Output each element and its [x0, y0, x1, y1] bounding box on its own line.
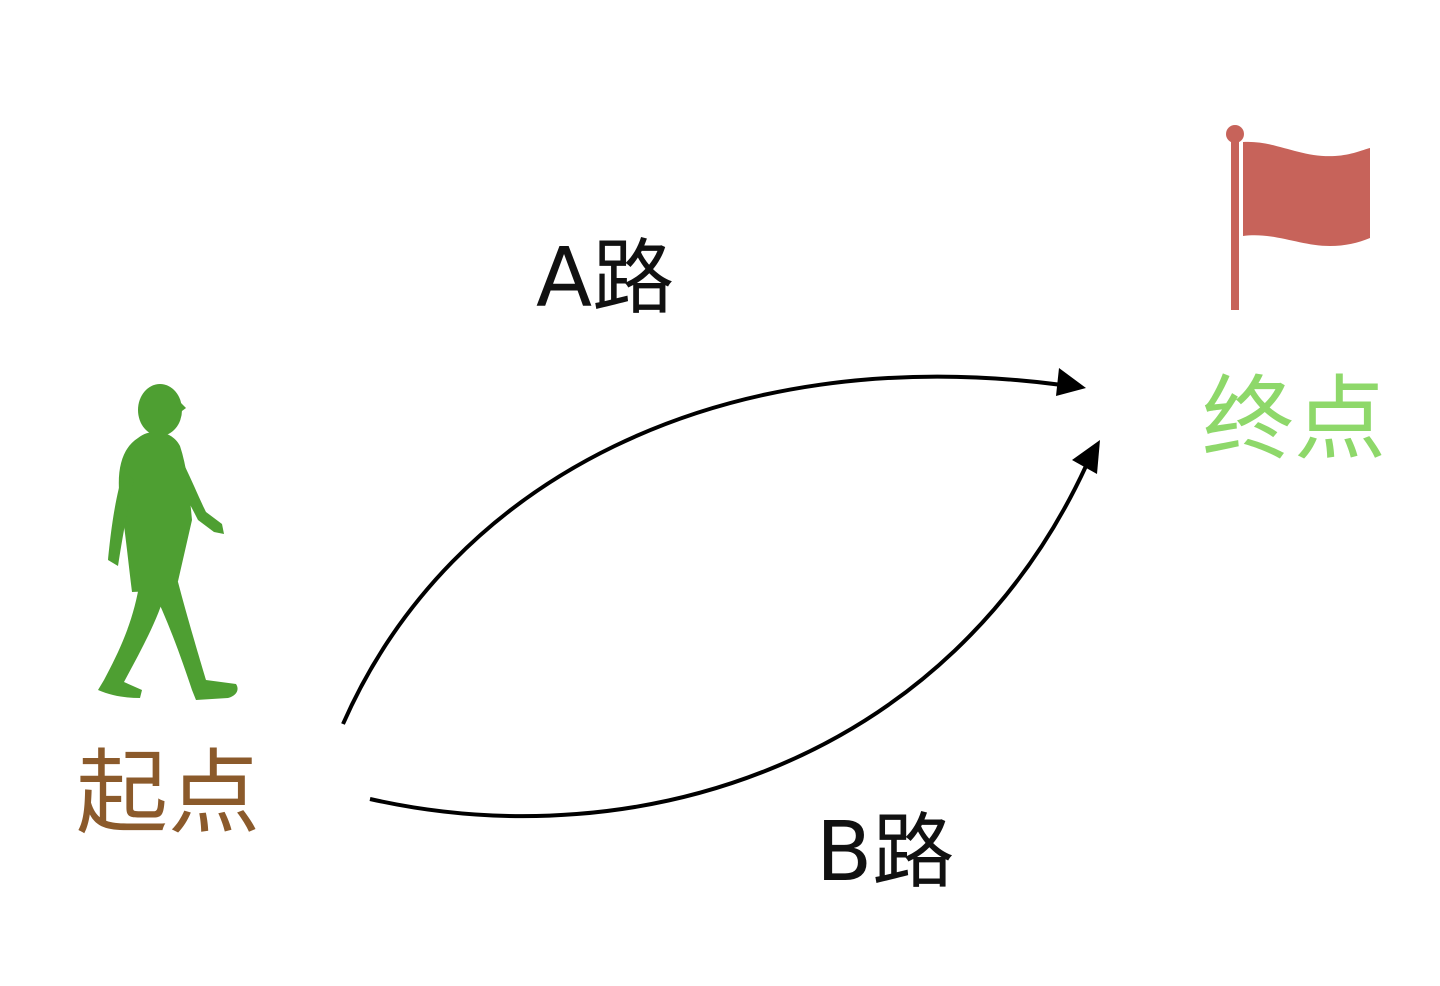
route-a-arrow — [341, 374, 1063, 725]
red-flag-icon — [1226, 125, 1370, 310]
start-label: 起点 — [76, 740, 261, 847]
walking-person-icon — [98, 384, 238, 700]
route-b-arrow — [369, 465, 1088, 819]
route-b-arrowhead — [1072, 440, 1100, 474]
end-label: 终点 — [1202, 366, 1387, 473]
route-a-label: A路 — [536, 231, 675, 326]
route-b-label: B路 — [816, 805, 955, 900]
route-a-arrowhead — [1056, 368, 1086, 396]
